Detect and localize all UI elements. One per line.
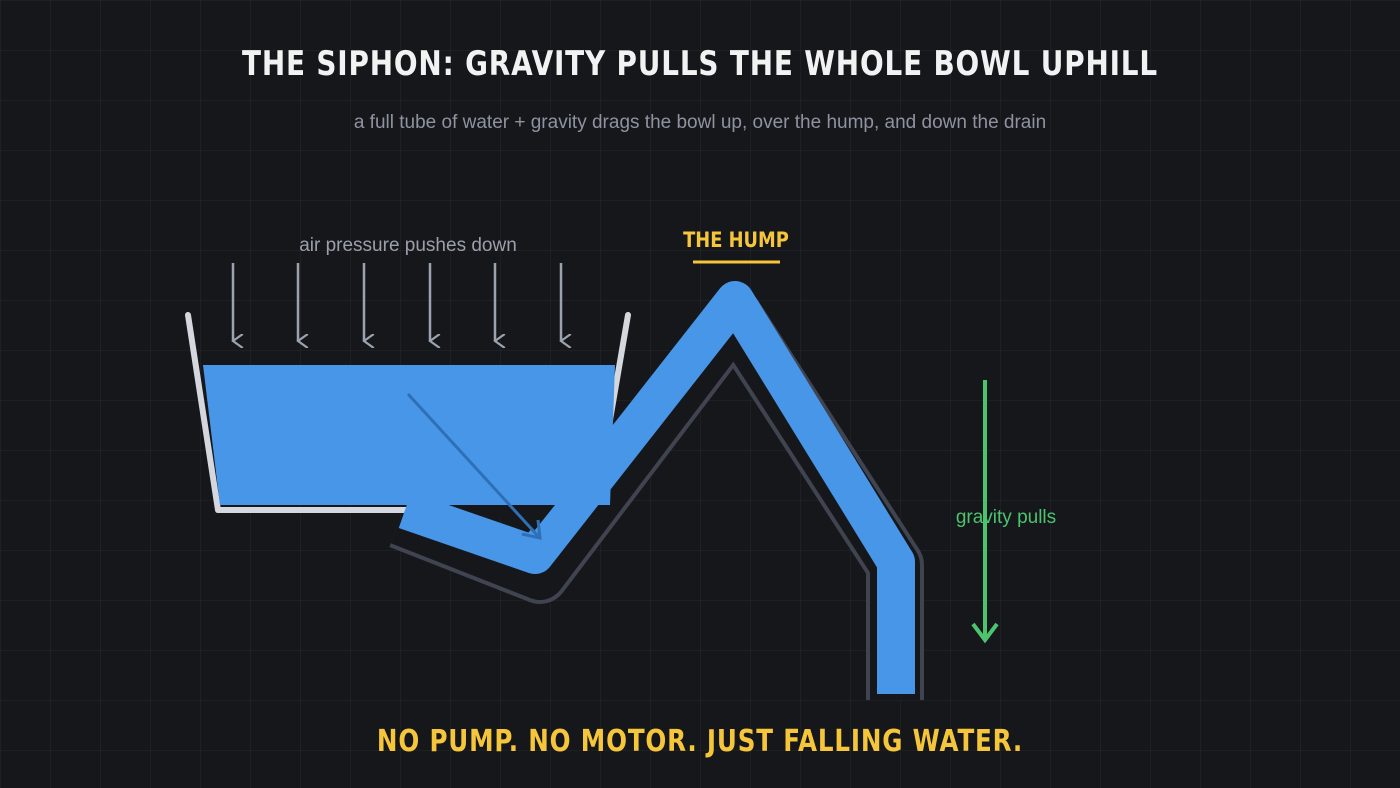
- air-pressure-label: air pressure pushes down: [299, 235, 517, 256]
- pipe-intake-gap: [462, 505, 555, 530]
- flow-arrow: [406, 392, 542, 540]
- pipe-intake-water: [595, 418, 640, 470]
- bowl-water: [203, 365, 615, 505]
- pipe-water: [398, 281, 915, 694]
- footer-tagline: NO PUMP. NO MOTOR. JUST FALLING WATER.: [376, 724, 1024, 759]
- gravity-label: gravity pulls: [956, 507, 1056, 528]
- diagram-subtitle: a full tube of water + gravity drags the…: [353, 112, 1047, 133]
- hump-label: THE HUMP: [683, 228, 789, 253]
- air-pressure-arrows: [233, 263, 561, 341]
- diagram-title: THE SIPHON: GRAVITY PULLS THE WHOLE BOWL…: [242, 44, 1158, 84]
- gravity-arrow: [971, 380, 999, 644]
